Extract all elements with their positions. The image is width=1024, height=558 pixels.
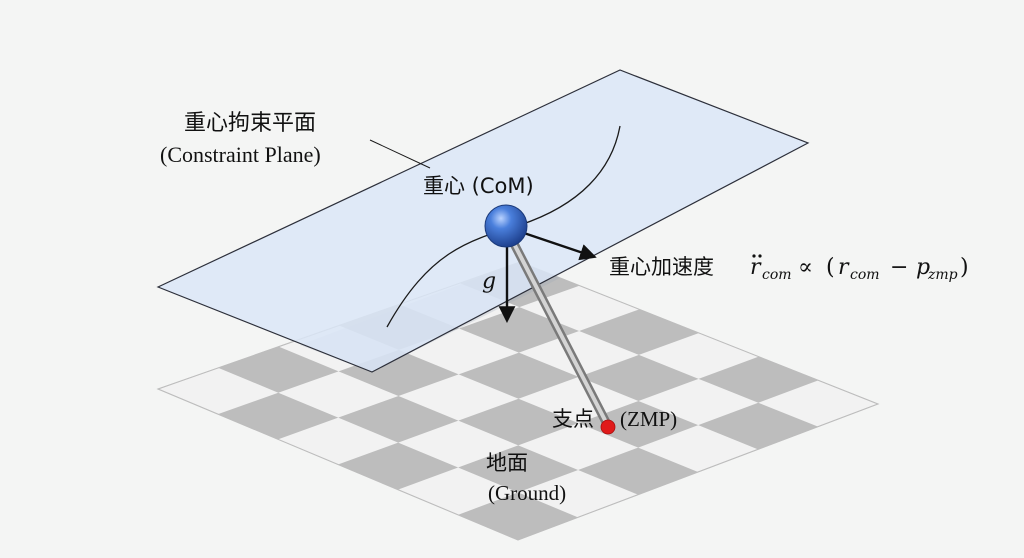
accel-close-paren: )	[960, 255, 969, 280]
accel-r-ddot: r	[750, 255, 762, 280]
ground-checker-tile	[578, 401, 699, 448]
zmp-label-zh: 支点	[552, 407, 594, 431]
acceleration-label-zh: 重心加速度	[609, 255, 714, 279]
ground-checker-tile	[458, 445, 579, 493]
plane-label-en: (Constraint Plane)	[160, 142, 321, 167]
ground-label-en: (Ground)	[488, 481, 566, 505]
accel-proportional: ∝	[798, 255, 813, 280]
ground-checker-tile	[218, 392, 339, 440]
ddot-right	[758, 254, 762, 258]
plane-label-zh: 重心拘束平面	[184, 111, 316, 136]
com-label: 重心 (CoM)	[423, 174, 534, 198]
gravity-label: g	[482, 269, 496, 294]
acceleration-formula: 重心加速度 r com ∝ ( r com − p zmp )	[609, 254, 969, 283]
pendulum-rod-highlight	[506, 230, 610, 428]
com-ball	[484, 204, 528, 248]
accel-p: p	[916, 255, 930, 280]
accel-minus: −	[890, 255, 908, 280]
ground-checker-tile	[579, 309, 699, 355]
zmp-dot	[600, 419, 616, 435]
accel-sub-com2: com	[850, 267, 880, 283]
ground-checker-tile	[338, 396, 459, 443]
ground-checker-tile	[338, 442, 459, 490]
ground-checker-tile	[458, 352, 579, 399]
ddot-left	[752, 254, 756, 258]
ground-checker-tile	[218, 346, 339, 393]
accel-sub-zmp: zmp	[927, 267, 958, 283]
accel-open-paren: (	[826, 255, 835, 280]
acceleration-arrow	[514, 228, 597, 261]
ground-checker-tile	[459, 307, 580, 353]
ground-checker-tile	[458, 492, 578, 540]
ground-checker-tile	[458, 398, 579, 446]
accel-r: r	[838, 255, 850, 280]
zmp-label-en: (ZMP)	[620, 407, 677, 431]
accel-sub-com: com	[762, 267, 792, 283]
plane-label-leader	[369, 139, 431, 169]
ground-checker-tile	[578, 354, 699, 401]
ground-checker-tile	[698, 356, 819, 403]
ground-label-zh: 地面	[486, 451, 528, 475]
